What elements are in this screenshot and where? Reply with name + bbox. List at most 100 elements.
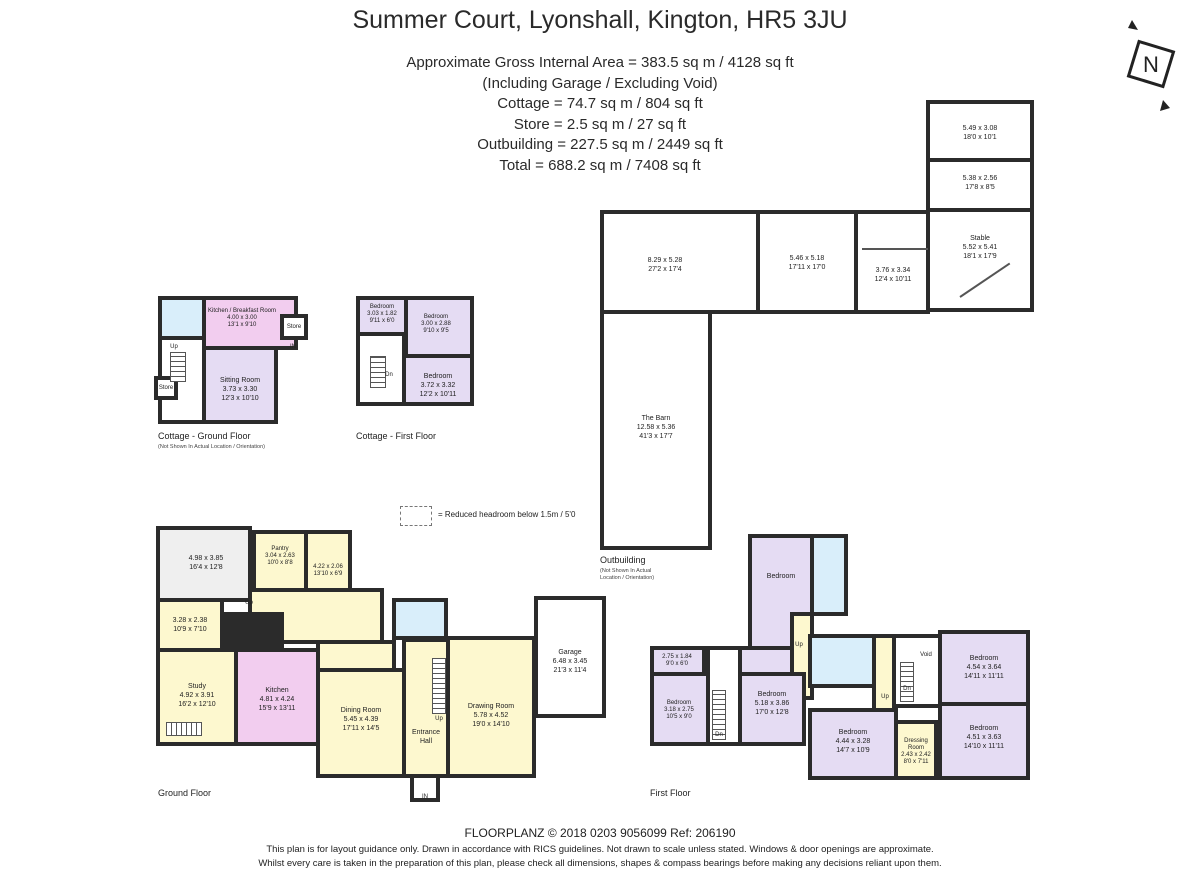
room-imperial: 16'2 x 12'10 xyxy=(178,701,216,708)
footer-disclaimer-1: This plan is for layout guidance only. D… xyxy=(266,844,934,855)
room-imperial: 10'5 x 9'0 xyxy=(666,714,692,720)
room-e-inner-wall xyxy=(862,248,928,250)
ff-dn-label: Dn xyxy=(715,732,723,738)
outbuilding-r4-label: 5.46 x 5.18 17'11 x 17'0 xyxy=(762,254,852,272)
room-imperial: 16'4 x 12'8 xyxy=(189,564,223,571)
cottage-bed3-label: Bedroom 3.72 x 3.32 12'2 x 10'11 xyxy=(406,372,470,399)
cottage-sitting-label: Sitting Room 3.73 x 3.30 12'3 x 10'10 xyxy=(204,376,276,403)
ff-bed-r1-label: Bedroom 4.54 x 3.64 14'11 x 11'11 xyxy=(942,654,1026,681)
room-imperial: 41'3 x 17'7 xyxy=(639,433,673,440)
outbuilding-barn xyxy=(600,310,712,550)
room-imperial: 9'0 x 6'0 xyxy=(666,661,688,667)
room-metric: 4.81 x 4.24 xyxy=(259,696,295,703)
first-floor-label: First Floor xyxy=(650,788,691,798)
gf-r2-label: 4.22 x 2.06 13'10 x 6'9 xyxy=(306,564,350,578)
room-name: Sitting Room xyxy=(219,377,261,384)
room-metric: 5.52 x 5.41 xyxy=(962,244,998,251)
footer-brand: FLOORPLANZ © 2018 0203 9056099 Ref: 2061… xyxy=(464,826,736,840)
outbuilding-barn-label: The Barn 12.58 x 5.36 41'3 x 17'7 xyxy=(610,414,702,441)
gf-drawing-label: Drawing Room 5.78 x 4.52 19'0 x 14'10 xyxy=(450,702,532,729)
room-imperial: 17'11 x 14'5 xyxy=(342,725,380,732)
room-metric: 5.46 x 5.18 xyxy=(789,255,825,262)
legend-text: = Reduced headroom below 1.5m / 5'0 xyxy=(438,510,576,519)
outbuilding-r5-label: 3.76 x 3.34 12'4 x 10'11 xyxy=(858,266,928,284)
cottage-up-label: Up xyxy=(170,344,178,350)
ff-bath-top xyxy=(810,534,848,616)
outbuilding-stable-label: Stable 5.52 x 5.41 18'1 x 17'9 xyxy=(932,234,1028,261)
outbuilding-label: Outbuilding xyxy=(600,555,646,565)
room-name: Stable xyxy=(970,235,990,242)
ff-void-label: Void xyxy=(920,652,932,658)
gf-study-label: Study 4.92 x 3.91 16'2 x 12'10 xyxy=(160,682,234,709)
cottage-first-floor-label: Cottage - First Floor xyxy=(356,431,437,441)
cottage-in-label: IN xyxy=(290,344,296,350)
gf-chimney-block xyxy=(224,612,284,652)
room-name: Bedroom xyxy=(423,314,449,320)
ff-bed-top-label: Bedroom xyxy=(766,573,796,580)
gf-up-label: Up xyxy=(435,716,443,722)
cottage-first-stairs xyxy=(370,356,386,388)
room-metric: 2.43 x 2.42 xyxy=(901,752,931,758)
gf-kitchen-label: Kitchen 4.81 x 4.24 15'9 x 13'11 xyxy=(238,686,316,713)
room-imperial: 17'8 x 8'5 xyxy=(965,184,995,191)
cottage-bed1-label: Bedroom 3.03 x 1.82 9'11 x 6'0 xyxy=(360,304,404,325)
room-imperial: 12'4 x 10'11 xyxy=(874,276,912,283)
ff-up-label: Up xyxy=(795,642,803,648)
plan-title: Summer Court, Lyonshall, Kington, HR5 3J… xyxy=(352,6,848,34)
ff-bed-r2 xyxy=(938,702,1030,780)
ff-small-room-label: 2.75 x 1.84 9'0 x 6'0 xyxy=(652,654,702,668)
room-name: Bedroom xyxy=(369,304,395,310)
room-imperial: 12'3 x 10'10 xyxy=(221,395,259,402)
outbuilding-room-c xyxy=(600,210,760,314)
room-name: Bedroom xyxy=(423,373,453,380)
ff-stairs-right xyxy=(900,662,914,702)
ff-bed-main-label: Bedroom 5.18 x 3.86 17'0 x 12'8 xyxy=(740,690,804,717)
room-name: Bedroom xyxy=(757,691,787,698)
gf-in-label: IN xyxy=(422,794,428,800)
gf-r3-label: 3.28 x 2.38 10'9 x 7'10 xyxy=(158,616,222,634)
room-metric: 4.00 x 3.00 xyxy=(227,315,257,321)
room-metric: 4.54 x 3.64 xyxy=(966,664,1002,671)
gf-r1-label: 4.98 x 3.85 16'4 x 12'8 xyxy=(166,554,246,572)
gf-garage-label: Garage 6.48 x 3.45 21'3 x 11'4 xyxy=(538,648,602,675)
room-imperial: 15'9 x 13'11 xyxy=(258,705,296,712)
ff-stairs-left xyxy=(712,690,726,740)
ground-floor-plan: 4.98 x 3.85 16'4 x 12'8 Pantry 3.04 x 2.… xyxy=(156,526,606,806)
room-imperial: 17'11 x 17'0 xyxy=(788,264,826,271)
room-imperial: 10'0 x 8'8 xyxy=(267,560,293,566)
room-metric: 5.38 x 2.56 xyxy=(962,175,998,182)
ff-bed-main-ext xyxy=(738,672,806,746)
room-imperial: 27'2 x 17'4 xyxy=(648,266,682,273)
room-imperial: 10'9 x 7'10 xyxy=(173,626,207,633)
room-imperial: 17'0 x 12'8 xyxy=(755,709,789,716)
room-metric: 5.49 x 3.08 xyxy=(962,125,998,132)
room-imperial: 9'10 x 9'5 xyxy=(423,328,449,334)
room-name: Kitchen xyxy=(265,687,289,694)
cottage-ground-floor-label: Cottage - Ground Floor xyxy=(158,431,251,441)
room-imperial: 14'10 x 11'11 xyxy=(963,743,1005,750)
room-name: Room xyxy=(907,745,924,751)
outbuilding-room-a xyxy=(926,100,1034,162)
room-name: Dining Room xyxy=(340,707,382,714)
room-name: Bedroom xyxy=(838,729,868,736)
ff-dn-label: Dn xyxy=(903,686,911,692)
room-name: Kitchen / Breakfast Room xyxy=(207,308,277,314)
gf-dining-label: Dining Room 5.45 x 4.39 17'11 x 14'5 xyxy=(320,706,402,733)
compass-icon: N xyxy=(1108,12,1194,116)
cottage-store-right-label: Store xyxy=(286,324,302,330)
room-metric: 5.45 x 4.39 xyxy=(343,716,379,723)
ground-floor-label: Ground Floor xyxy=(158,788,212,798)
room-imperial: 14'11 x 11'11 xyxy=(964,673,1004,680)
cottage-bed2-label: Bedroom 3.00 x 2.88 9'10 x 9'5 xyxy=(408,314,464,335)
room-metric: 4.22 x 2.06 xyxy=(313,564,343,570)
cottage-stairs xyxy=(170,352,186,382)
room-name: Garage xyxy=(558,649,582,656)
room-metric: 6.48 x 3.45 xyxy=(552,658,588,665)
room-metric: 4.98 x 3.85 xyxy=(188,555,224,562)
area-summary: Approximate Gross Internal Area = 383.5 … xyxy=(0,53,1200,176)
outbuilding-note: Location / Orientation) xyxy=(600,575,655,581)
room-name: Pantry xyxy=(271,546,289,552)
room-name: Hall xyxy=(419,738,433,745)
room-metric: 12.58 x 5.36 xyxy=(636,424,676,431)
room-metric: 5.18 x 3.86 xyxy=(754,700,790,707)
